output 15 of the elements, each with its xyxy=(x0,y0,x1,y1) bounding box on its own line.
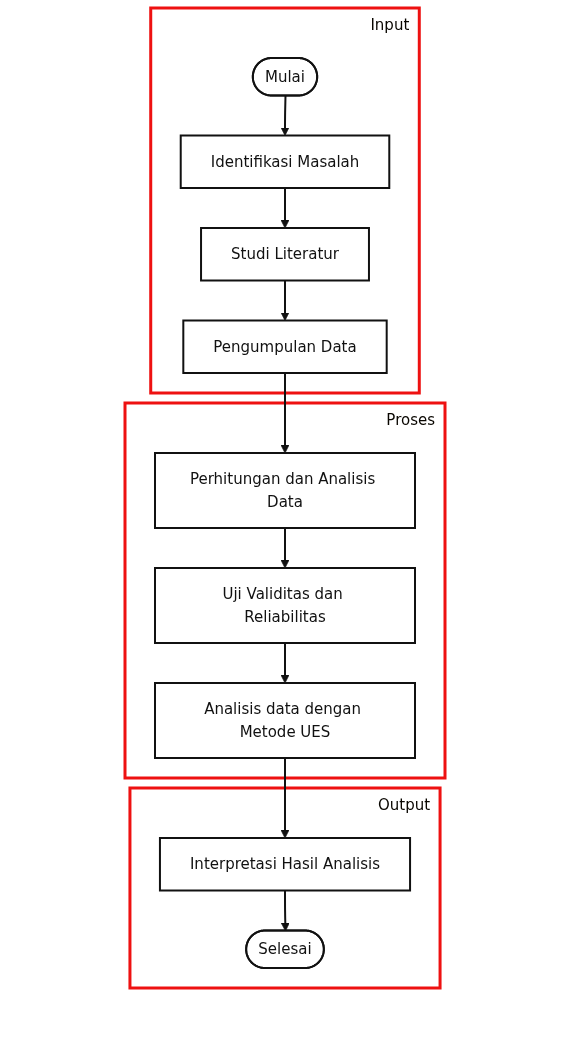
node-box: Identifikasi Masalah xyxy=(179,134,391,189)
node-box: Studi Literatur xyxy=(200,227,370,282)
arrow xyxy=(280,95,290,136)
arrow xyxy=(280,642,290,684)
arrow xyxy=(280,372,290,454)
arrow xyxy=(280,527,290,569)
arrow xyxy=(280,279,290,321)
node-box: Perhitungan dan Analisis Data xyxy=(154,452,416,529)
arrow xyxy=(280,889,290,932)
node-box: Analisis data dengan Metode UES xyxy=(154,682,416,759)
node-box: Interpretasi Hasil Analisis xyxy=(158,837,412,892)
node-box: Uji Validitas dan Reliabilitas xyxy=(154,567,416,644)
arrow xyxy=(280,187,290,229)
node-box: Pengumpulan Data xyxy=(182,319,388,374)
arrow xyxy=(280,757,290,839)
